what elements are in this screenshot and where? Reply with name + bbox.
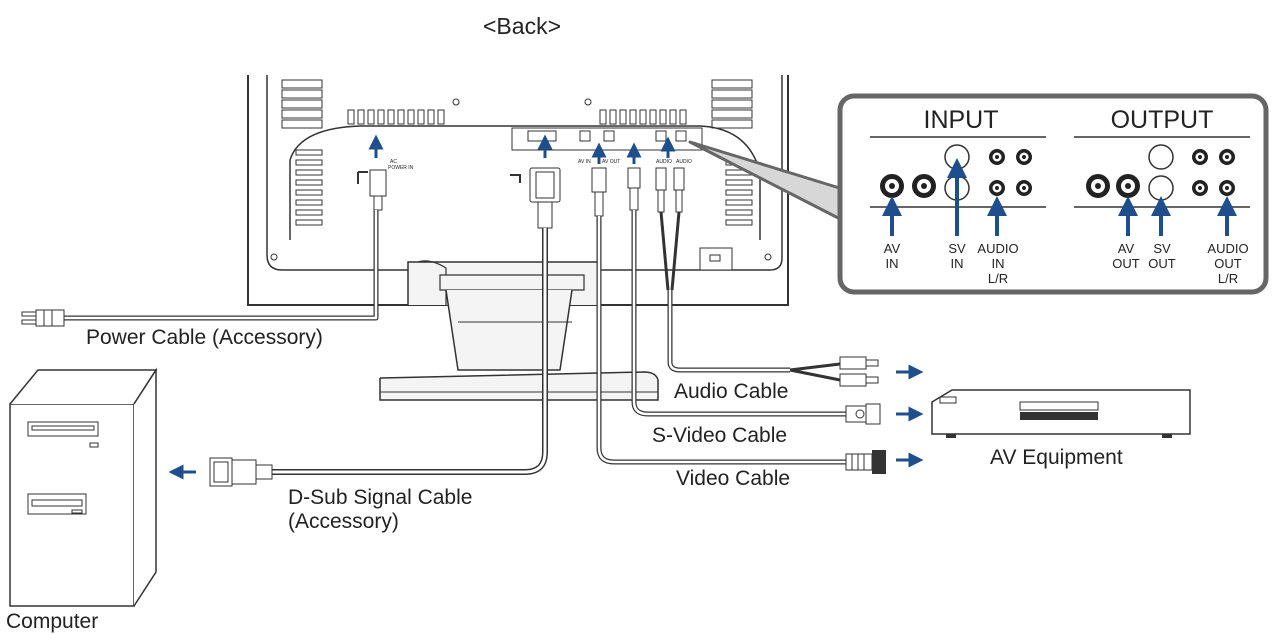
video-cable-label: Video Cable	[676, 467, 790, 490]
svideo-plug-icon	[845, 403, 881, 425]
computer-tower	[9, 367, 158, 607]
output-jacks	[1086, 144, 1235, 201]
power-cable-label: Power Cable (Accessory)	[86, 326, 323, 349]
power-plug-icon	[21, 309, 65, 327]
monitor-stand	[379, 260, 659, 401]
right-vent	[711, 79, 753, 129]
panel-input-title: INPUT	[924, 106, 999, 134]
av-equipment-box	[931, 389, 1191, 438]
av-in-jack-icon	[880, 174, 936, 198]
monitor-back: AC POWER IN AV IN AV OUT AUDIO AUDIO	[247, 75, 789, 306]
power-cable	[21, 169, 387, 327]
svg-text:AUDIO: AUDIO	[676, 159, 692, 165]
av-out-jack-icon	[1086, 174, 1140, 198]
panel-output-title: OUTPUT	[1111, 106, 1214, 134]
svg-text:AC: AC	[390, 159, 397, 165]
top-vent-row	[347, 109, 687, 125]
svg-text:POWER IN: POWER IN	[388, 165, 414, 171]
audio-cable	[655, 167, 879, 387]
svideo-cable	[627, 167, 881, 425]
dsub-cable-label: D-Sub Signal Cable (Accessory)	[288, 486, 478, 533]
svideo-cable-label: S-Video Cable	[652, 424, 787, 447]
av-equipment-label: AV Equipment	[990, 446, 1123, 469]
audio-cable-label: Audio Cable	[674, 380, 788, 403]
right-slits	[725, 159, 753, 226]
svg-text:AV OUT: AV OUT	[602, 159, 620, 165]
computer-label: Computer	[6, 610, 98, 633]
audio-out-jack-icon	[1192, 149, 1235, 196]
panel-zoom-connector	[688, 140, 848, 224]
panel-arrows	[882, 158, 1237, 236]
dsub-plug-icon	[209, 457, 273, 487]
dsub-cable	[209, 167, 561, 487]
left-vent	[281, 79, 323, 129]
svg-text:AV IN: AV IN	[578, 159, 591, 165]
video-cable	[591, 167, 886, 474]
left-slits	[295, 149, 323, 226]
rca-plug-icon	[839, 356, 879, 387]
direction-arrows	[168, 134, 924, 480]
diagram-title: <Back>	[483, 13, 561, 39]
bnc-plug-icon	[845, 450, 886, 474]
audio-in-jack-icon	[989, 149, 1032, 196]
svg-text:AUDIO: AUDIO	[656, 159, 672, 165]
